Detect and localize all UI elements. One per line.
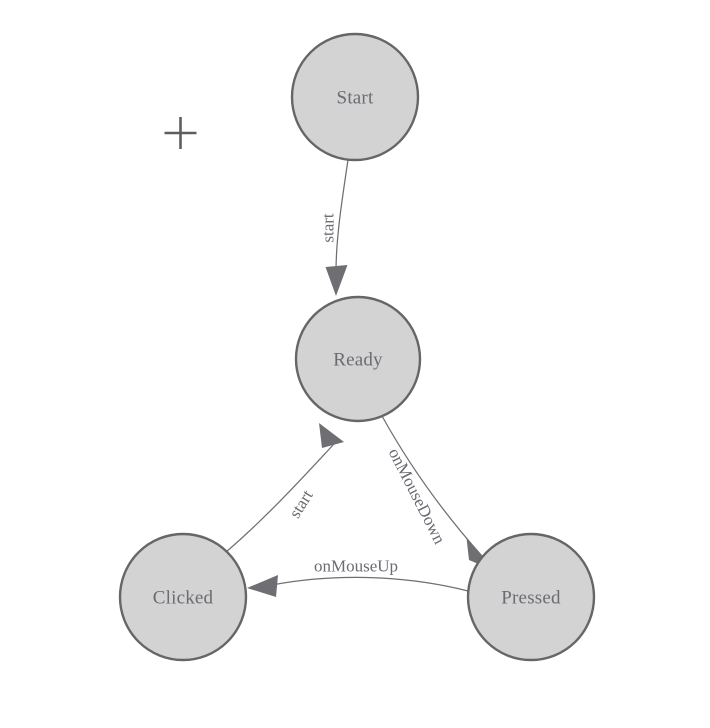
- edge-clicked-to-ready-arrowhead: [319, 423, 344, 448]
- edge-pressed-to-clicked[interactable]: onMouseUp: [247, 557, 469, 598]
- node-start-label: Start: [337, 88, 374, 109]
- node-pressed[interactable]: Pressed: [466, 532, 596, 662]
- node-clicked[interactable]: Clicked: [118, 532, 248, 662]
- edge-start-to-ready[interactable]: start: [319, 159, 349, 296]
- edge-start-to-ready-arrowhead: [325, 265, 348, 296]
- crosshair-icon: [164, 117, 197, 149]
- edge-label-start-to-ready: start: [319, 213, 338, 243]
- edge-pressed-to-clicked-arrowhead: [247, 575, 278, 597]
- node-ready-label: Ready: [333, 350, 383, 371]
- node-pressed-label: Pressed: [501, 588, 561, 609]
- node-ready-circle[interactable]: [294, 295, 422, 423]
- edge-clicked-to-ready[interactable]: start: [225, 423, 344, 553]
- node-start[interactable]: Start: [290, 32, 420, 162]
- edge-ready-to-pressed[interactable]: onMouseDown: [381, 415, 495, 571]
- node-ready[interactable]: Ready: [294, 295, 422, 423]
- node-clicked-label: Clicked: [153, 588, 214, 609]
- node-start-circle[interactable]: [290, 32, 420, 162]
- edge-pressed-to-clicked-path: [271, 576, 469, 592]
- edge-start-to-ready-path: [335, 159, 349, 273]
- edge-clicked-to-ready-path: [225, 443, 335, 553]
- node-clicked-circle[interactable]: [118, 532, 248, 662]
- node-pressed-circle[interactable]: [466, 532, 596, 662]
- edge-label-ready-to-pressed: onMouseDown: [385, 445, 450, 547]
- edge-label-pressed-to-clicked: onMouseUp: [314, 557, 398, 576]
